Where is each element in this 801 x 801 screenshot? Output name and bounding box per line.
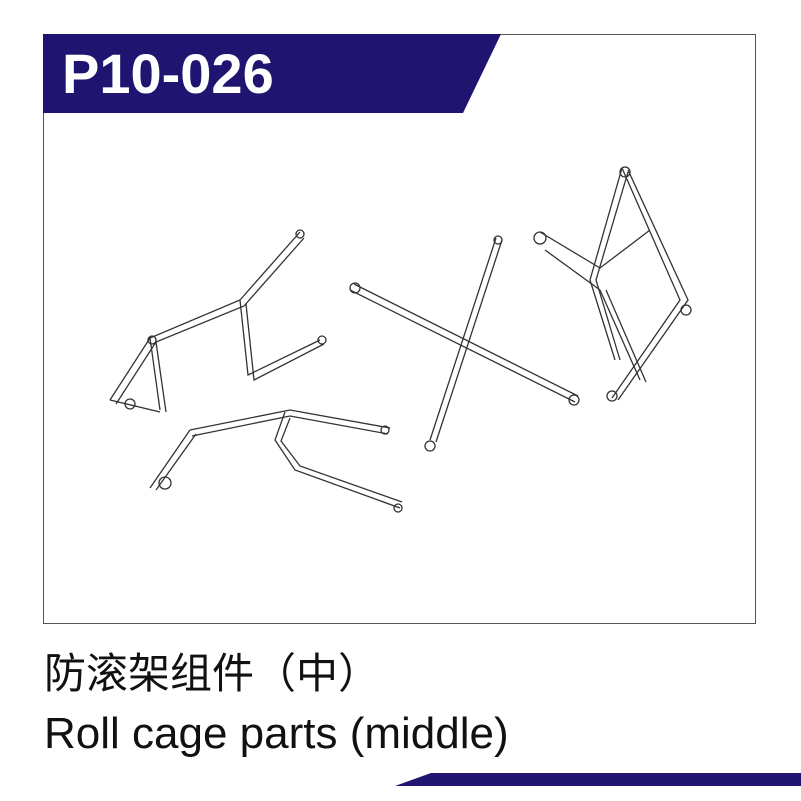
header-banner <box>43 34 501 113</box>
title-chinese: 防滚架组件（中） <box>44 649 381 698</box>
right-side-frame-part <box>533 166 692 402</box>
footer-stripe <box>395 773 801 786</box>
left-upper-frame-part <box>109 229 327 413</box>
roll-cage-parts-illustration <box>109 166 692 513</box>
title-english: Roll cage parts (middle) <box>44 709 509 758</box>
part-number: P10-026 <box>62 42 274 105</box>
center-cross-brace-part <box>349 235 580 452</box>
left-lower-frame-part <box>149 409 403 513</box>
